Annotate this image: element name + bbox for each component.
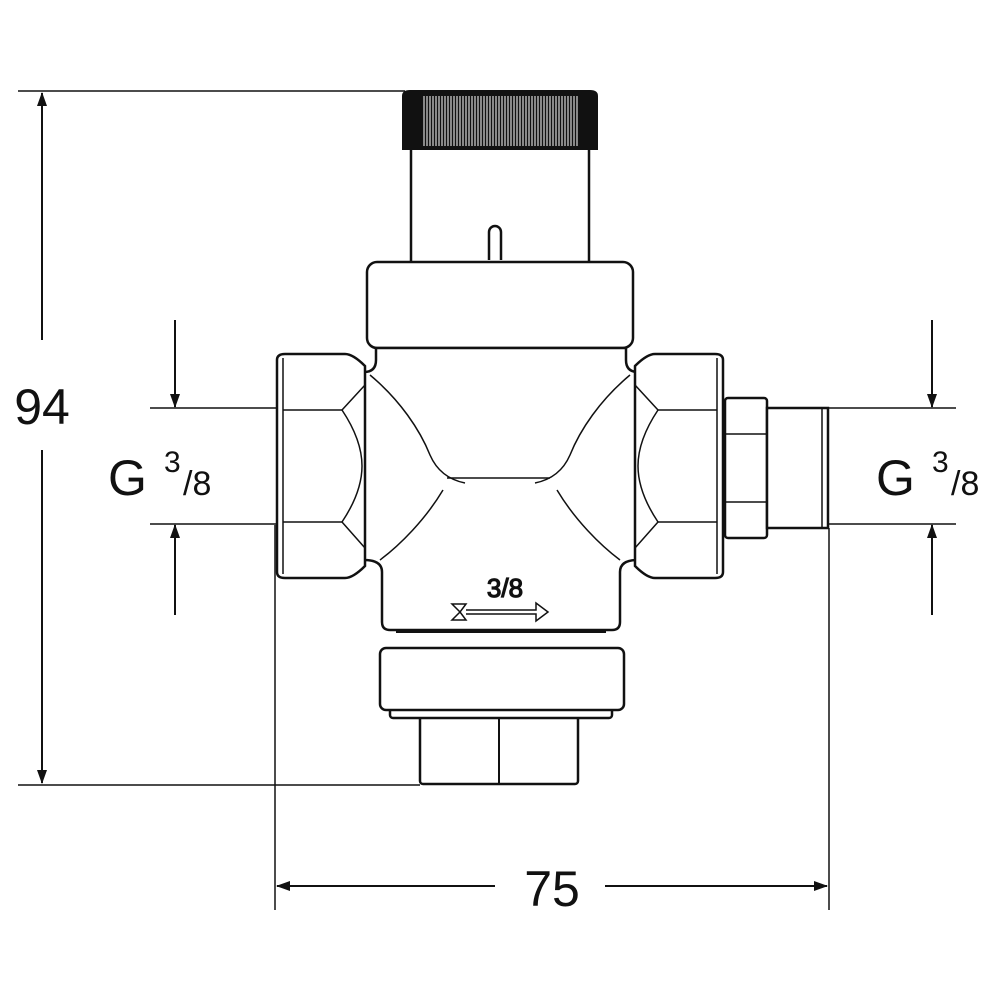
width-label: 75 xyxy=(524,861,580,917)
adjustment-knob-icon xyxy=(402,90,598,150)
bottom-nut xyxy=(378,646,626,712)
indicator-pin xyxy=(487,224,503,260)
size-marking: 3/8 xyxy=(487,573,523,603)
right-fitting-hex xyxy=(723,396,769,540)
right-union-nut xyxy=(633,352,725,580)
width-dimension: 75 xyxy=(274,525,830,917)
left-union-nut xyxy=(275,352,367,580)
right-thread-dimension: G 3 /8 xyxy=(826,320,979,615)
left-thread-numerator: 3 xyxy=(164,446,181,479)
right-thread-numerator: 3 xyxy=(932,446,949,479)
height-label: 94 xyxy=(14,379,70,435)
height-dimension: 94 xyxy=(14,90,420,786)
bonnet-cap xyxy=(365,260,635,350)
left-thread-denominator: /8 xyxy=(183,465,211,503)
flow-direction-arrow-icon xyxy=(450,601,550,623)
valve-body: 3/8 xyxy=(275,90,830,786)
right-thread-prefix: G xyxy=(876,450,915,506)
right-thread-denominator: /8 xyxy=(951,465,979,503)
threaded-nipple xyxy=(765,406,830,530)
left-thread-dimension: G 3 /8 xyxy=(108,320,278,615)
left-thread-prefix: G xyxy=(108,450,147,506)
